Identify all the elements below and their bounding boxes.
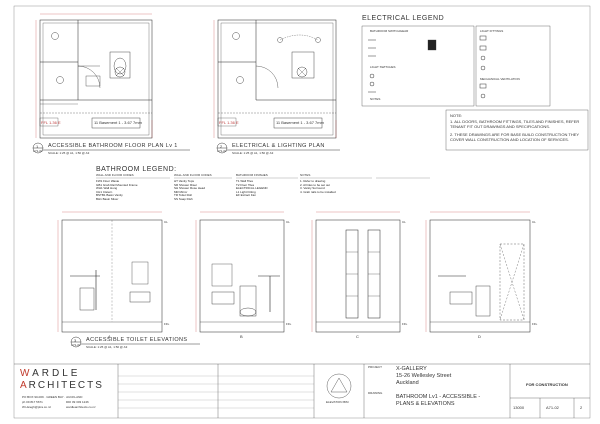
plan-1-number: 1 [36,144,39,149]
plan-3-ref: A71-02 [71,343,81,347]
project-city: Auckland [396,380,419,386]
plan-2-title: ELECTRICAL & LIGHTING PLAN [232,143,325,149]
elevations [61,219,531,333]
note-1: 1. ALL DOORS, BATHROOM FITTINGS, TILES A… [450,119,580,129]
electrical-plan [213,19,337,139]
stamp-label: ELEVATION BIM [326,400,349,404]
legend-item: 4. Grab rails to be installed [300,189,336,194]
level-tag-cl: CL [532,220,536,224]
level-tag-cl: CL [286,220,290,224]
plan-2-level: 11 Basement 1 - 3.67 7mm [276,120,324,125]
legend-item: TR Toilet Roll [174,193,192,198]
elevation-mark-c: C [356,334,359,339]
plan-1-ref: A71-02 [33,149,43,153]
elevation-dims [57,211,530,332]
legend-item: SS Soap Dish [174,196,193,201]
plan-3-scale: SCALE: 1:25 @ A1, 1:50 @ A3 [86,345,128,349]
plan-2-rl: FFL 1.36 E [219,120,239,125]
plan-2-ref: A71-02 [217,149,227,153]
sheet-number: A71-02 [546,405,559,410]
legend-item: T1 Wall Tiles [236,179,254,183]
legend-item: FW1 Floor Waste [96,179,120,183]
legend-item: BSTB1 Basin Vanity [96,193,123,198]
legend-item: SH Shower Rose Head [174,186,206,191]
bathroom-legend-col4: 1. Refer to drawing 2. All tiles to be s… [300,179,336,194]
legend-item: 3. Vanity Surround [300,186,325,191]
note-label: NOTE: [450,113,463,118]
legend-item: T2 Floor Tiles [236,182,255,187]
project-name: X-GALLERY [396,366,427,372]
bathroom-legend-col3: T1 Wall Tiles T2 Floor Tiles ELECTRICAL … [236,179,268,198]
electrical-legend-notes-head: NOTES [370,97,381,101]
elevation-mark-b: B [240,334,243,339]
drawing-label: DRAWING [368,391,383,395]
bathroom-legend-col3-head: BATHROOM FINISHES [236,173,268,177]
plan-2-scale: SCALE: 1:25 @ A1, 1:50 @ A3 [232,151,274,155]
elevation-mark-a: A [108,334,111,339]
plan-3-title: ACCESSIBLE TOILET ELEVATIONS [86,337,188,343]
level-tag-ffl: FFL [532,322,538,326]
bathroom-legend-col4-head: NOTES [300,173,311,177]
drawing-title-2: PLANS & ELEVATIONS [396,401,455,407]
firm-web: wardlearchitects.co.nz [66,405,96,409]
bathroom-legend-col1: FW1 Floor Waste GB1 Grab Rail Mounted Fr… [96,179,138,202]
title-block-frame [14,363,590,418]
level-tag-ffl: FFL [402,322,408,326]
bathroom-legend-title: BATHROOM LEGEND: [96,166,177,173]
legend-item: WH1 Wall Hung [96,186,118,191]
logo-wardle: WARDLE [20,368,81,379]
firm-phone: ph 09 817 5671 [22,400,43,404]
plan-1-level: 11 Basement 1 - 3.67 7mm [94,120,142,125]
level-tag-ffl: FFL [164,322,170,326]
bathroom-legend-col1-head: WALL AND FLOOR CODES [96,173,134,177]
floor-plan [35,13,153,139]
wardle-logo: WARDLE ARCHITECTS [20,368,104,391]
legend-item: 1. Refer to drawing [300,179,326,183]
level-tag-cl: CL [402,220,406,224]
plan-3-number: 3 [74,338,77,343]
firm-address: PO BOX 90-009 · GREEN BAY · AUCKLAND [22,395,83,399]
logo-architects: ARCHITECTS [20,380,104,391]
legend-item: ELECTRICAL LEGEND [236,186,268,191]
project-address: 15-26 Wellesley Street [396,373,452,379]
electrical-legend-col1-head: BATHROOM SWITCHGEAR [370,29,409,33]
legend-item: EF Extract Fan [236,193,257,198]
electrical-legend-box [361,25,551,107]
revision-table [118,375,314,409]
legend-item: GB1 Grab Rail Mounted Frame [96,182,138,187]
legend-item: L1 Light Fitting [236,189,256,194]
legend-item: CH1 Cistern [96,189,113,194]
legend-item: 2. All tiles to be set out [300,182,331,187]
job-number: 13000 [513,405,525,410]
level-tag-cl: CL [164,220,168,224]
bathroom-legend-col2: HT Vanity Tops SR Shower Riser SH Shower… [174,179,206,202]
legend-item: SR Shower Riser [174,182,198,187]
legend-item: BH1 Basin Mixer [96,196,119,201]
note-2: 2. THESE DRAWINGS ARE FOR BASE BUILD CON… [450,132,579,142]
electrical-legend-col2-head: LIGHT FITTINGS [480,29,504,33]
legend-item: MR Mirror [174,189,188,194]
elevation-mark-d: D [478,334,481,339]
electrical-legend-col2-sub: MECHANICAL VENTILATION [480,77,520,81]
note-box [445,109,589,151]
revision-number: 2 [580,405,583,410]
plan-2-number: 2 [220,144,223,149]
firm-email: W.Hsiegh@ptra.co.nz [22,405,52,409]
elevation-stamp [326,373,352,399]
plan-1-title: ACCESSIBLE BATHROOM FLOOR PLAN Lv 1 [48,143,178,149]
plan-1-rl: FFL 1.36 E [41,120,61,125]
plan-1-scale: SCALE: 1:25 @ A1, 1:50 @ A3 [48,151,90,155]
level-tag-ffl: FFL [286,322,292,326]
project-label: PROJECT [368,365,383,369]
legend-item: HT Vanity Tops [174,179,195,183]
status: FOR CONSTRUCTION [526,382,568,387]
firm-fax: DDI 09 303 1246 [66,400,89,404]
electrical-legend-col1-sub: LIGHT SWITCHES [370,65,396,69]
bathroom-legend-col2-head: WALL AND FLOOR CODES [174,173,212,177]
electrical-legend-title: ELECTRICAL LEGEND [362,15,445,22]
sheet-border [13,5,591,419]
drawing-title-1: BATHROOM Lv1 - ACCESSIBLE - [396,394,481,400]
